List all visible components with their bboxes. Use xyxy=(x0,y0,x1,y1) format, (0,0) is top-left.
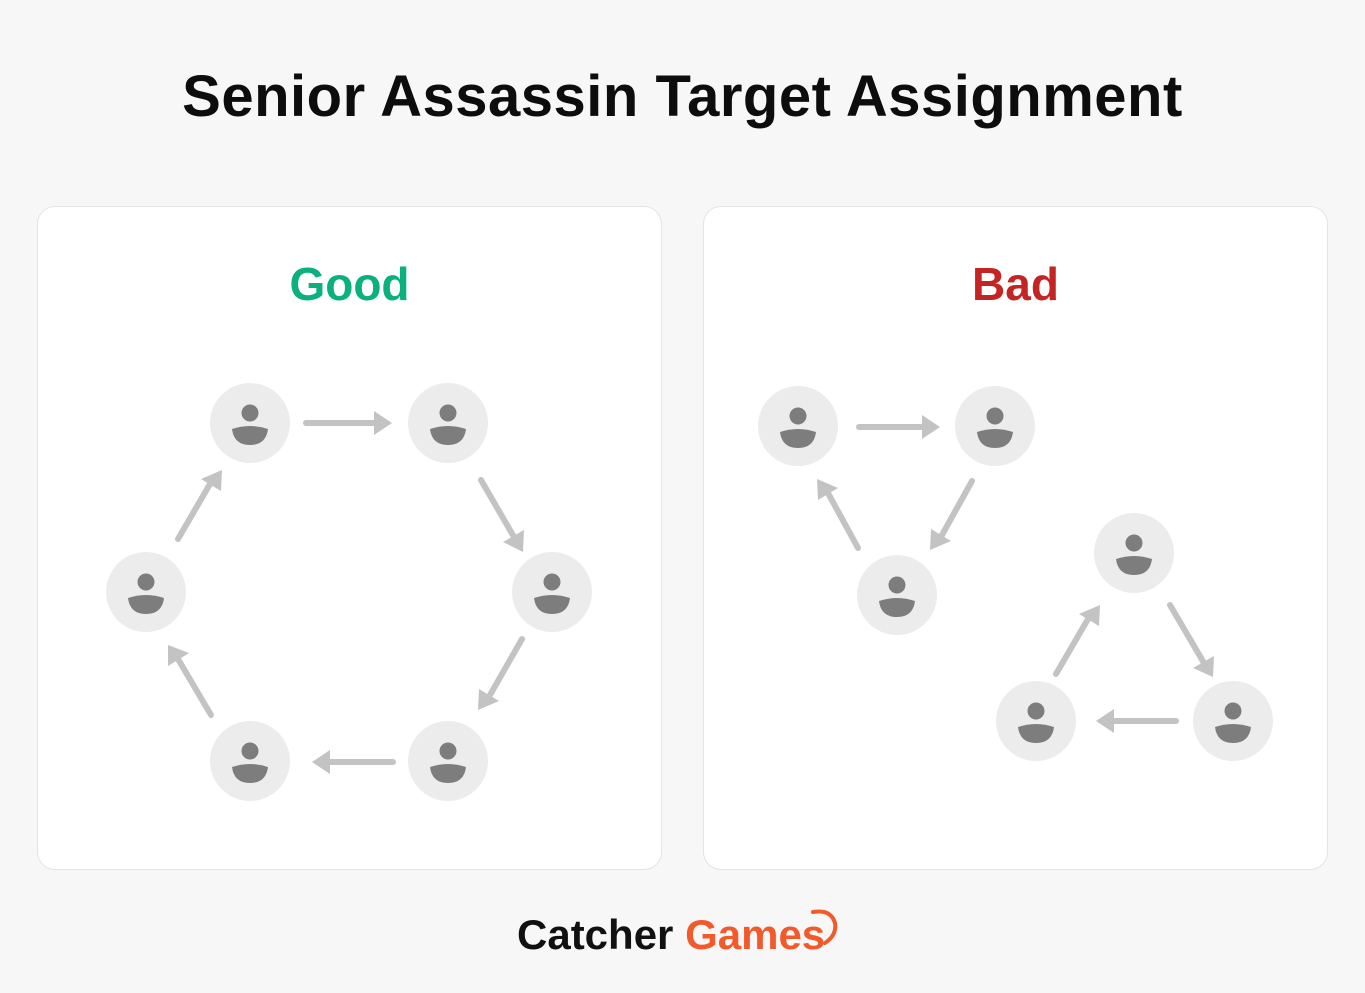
person-icon xyxy=(857,555,937,635)
good-arrow-4 xyxy=(312,750,396,774)
good-arrow-5 xyxy=(168,645,214,718)
person-icon xyxy=(955,386,1035,466)
brand-name-part-2: Games xyxy=(685,909,838,958)
bad-panel: Bad xyxy=(703,206,1328,870)
bad-arrow-3 xyxy=(817,479,861,551)
bad-arrow-4 xyxy=(1167,602,1214,677)
good-arrow-1 xyxy=(303,411,392,435)
person-icon xyxy=(408,383,488,463)
bad-arrow-6 xyxy=(1053,605,1100,677)
person-icon xyxy=(758,386,838,466)
good-arrow-2 xyxy=(478,477,524,552)
good-arrow-6 xyxy=(175,470,222,542)
person-icon xyxy=(996,681,1076,761)
good-panel: Good xyxy=(37,206,662,870)
good-heading: Good xyxy=(289,258,410,310)
person-icon xyxy=(512,552,592,632)
page-title: Senior Assassin Target Assignment xyxy=(182,64,1183,129)
good-arrow-3 xyxy=(478,636,525,710)
person-icon xyxy=(106,552,186,632)
brand-name-part-1: Catcher xyxy=(517,911,674,958)
brand-logo: Catcher Games xyxy=(517,905,838,965)
bad-arrow-2 xyxy=(930,478,975,550)
bad-heading: Bad xyxy=(972,258,1059,310)
brand-swoosh-icon xyxy=(811,909,838,945)
bad-cycles-diagram xyxy=(758,386,1273,761)
bad-arrow-5 xyxy=(1096,709,1179,733)
person-icon xyxy=(1094,513,1174,593)
bad-arrow-1 xyxy=(856,415,940,439)
person-icon xyxy=(210,721,290,801)
good-cycle-diagram xyxy=(106,383,592,801)
person-icon xyxy=(210,383,290,463)
person-icon xyxy=(408,721,488,801)
brand-name-part-2-text: Games xyxy=(685,911,826,958)
person-icon xyxy=(1193,681,1273,761)
